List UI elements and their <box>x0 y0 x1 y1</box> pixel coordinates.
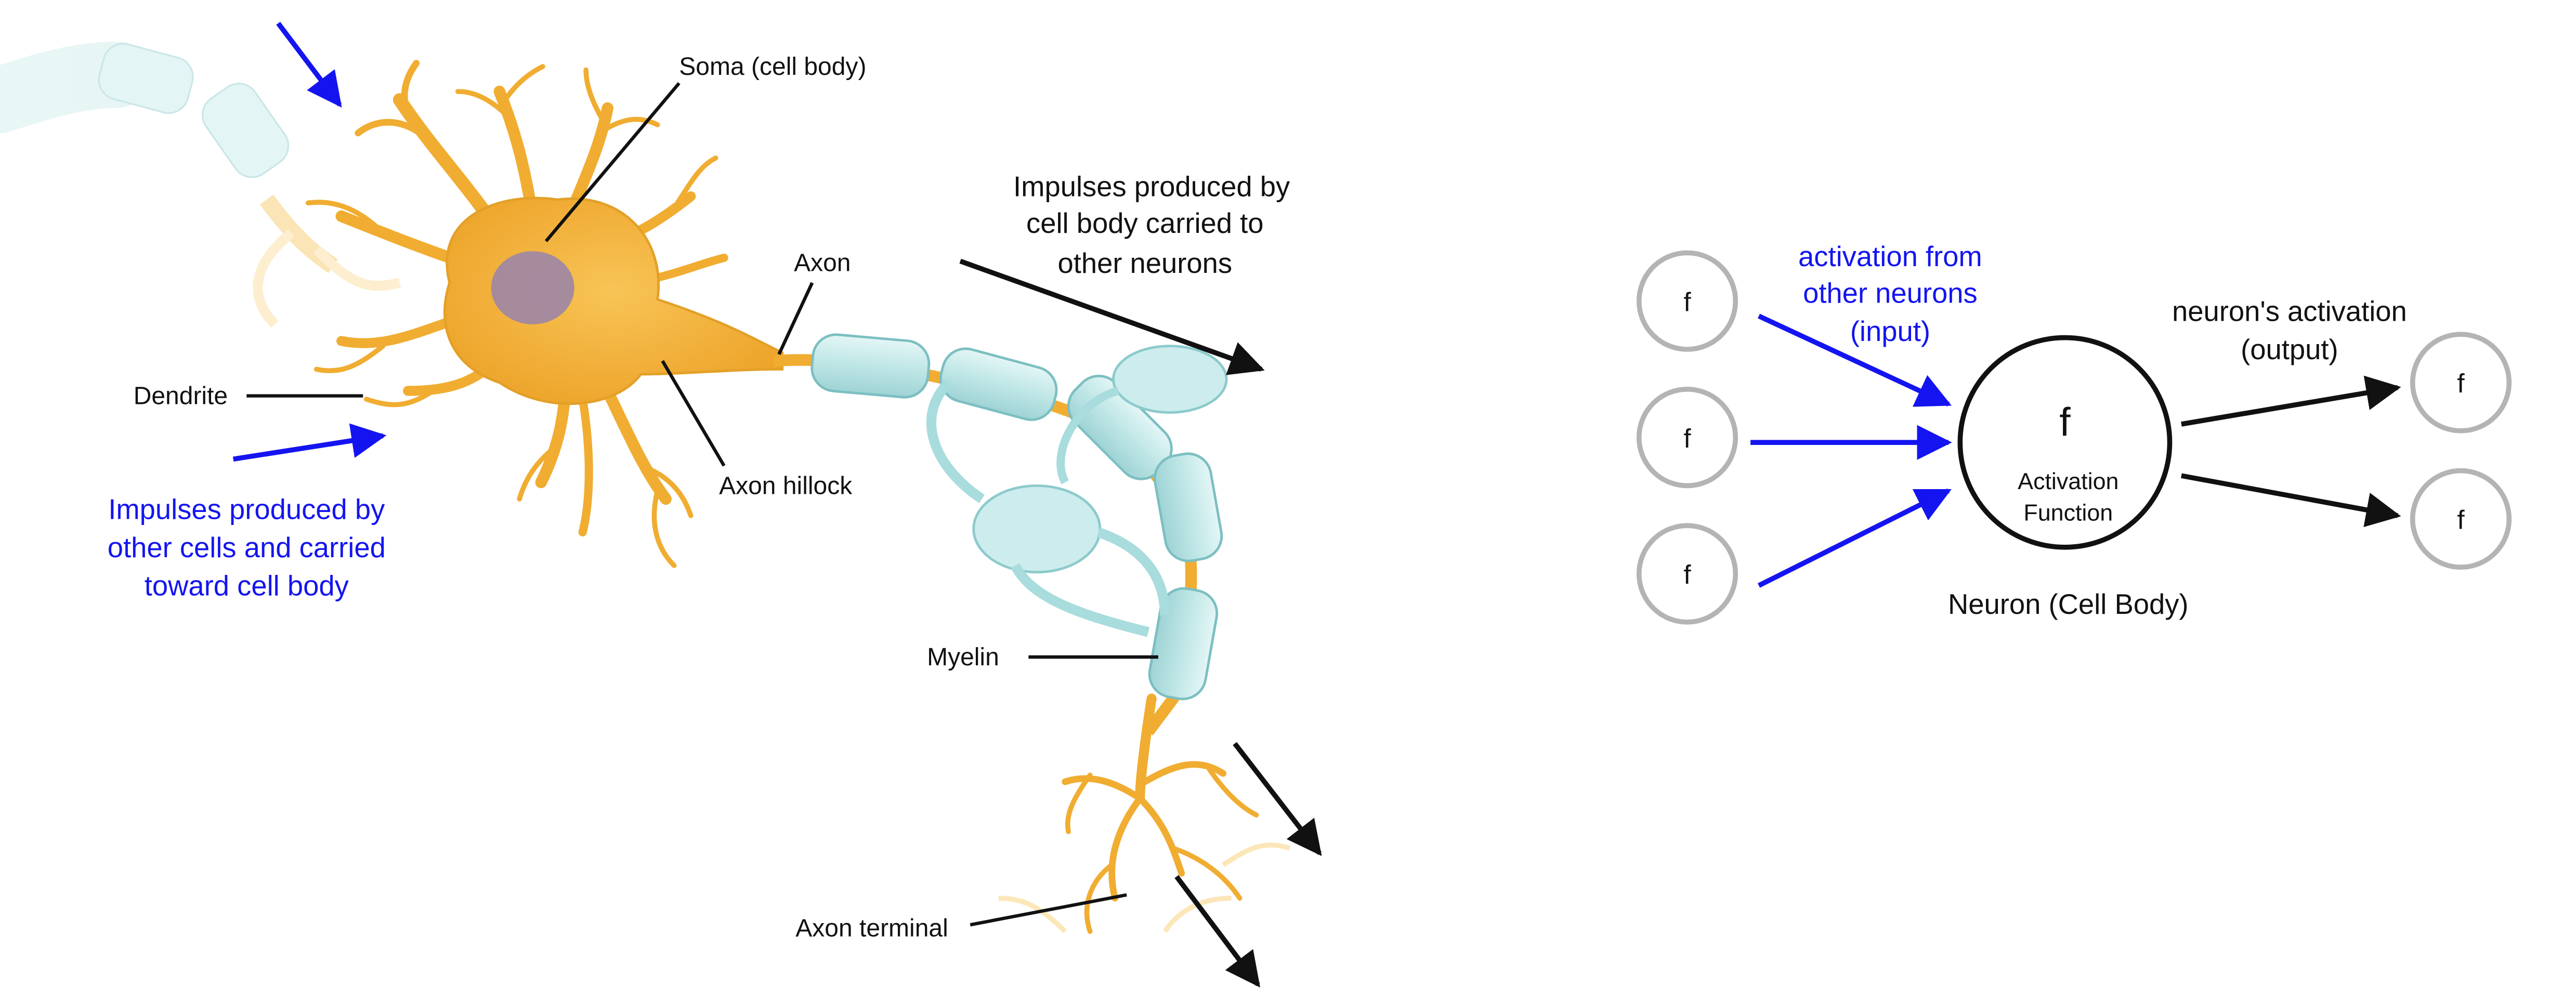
input-caption-line-2: other neurons <box>1803 277 1978 309</box>
output-impulse-line-1: Impulses produced by <box>1013 171 1290 203</box>
output-edge-1 <box>2181 375 2401 427</box>
input-node-1: f <box>1636 250 1738 352</box>
output-impulse-line-3: other neurons <box>1057 247 1232 279</box>
neuron-label-line-2: Function <box>2023 500 2113 526</box>
output-caption-line-1: neuron's activation <box>2172 296 2407 327</box>
output-edge-2 <box>2181 473 2401 528</box>
axon-terminal-label: Axon terminal <box>795 915 948 942</box>
output-arrow-terminal-bottom <box>1174 875 1260 988</box>
label-leader-lines <box>246 82 1158 927</box>
output-arrow-terminal-right <box>1233 742 1322 856</box>
input-node-3-label: f <box>1683 560 1691 589</box>
input-arrow-top <box>276 21 342 108</box>
neuron-label-line-1: Activation <box>2018 468 2119 494</box>
output-node-1: f <box>2410 332 2512 434</box>
input-caption-line-1: activation from <box>1798 241 1982 272</box>
neuron-caption: Neuron (Cell Body) <box>1948 588 2189 620</box>
output-arrow-upper <box>959 258 1265 375</box>
incoming-axon-illustration <box>0 42 401 328</box>
dendrites-illustration <box>305 60 728 568</box>
input-node-2: f <box>1636 387 1738 489</box>
output-caption: neuron's activation (output) <box>2172 296 2407 366</box>
output-impulse-caption: Impulses produced by cell body carried t… <box>1013 171 1290 279</box>
input-impulse-line-2: other cells and carried <box>108 532 386 563</box>
input-node-1-label: f <box>1683 287 1691 317</box>
biological-neuron: Soma (cell body) Axon Dendrite Axon hill… <box>0 21 1322 988</box>
input-node-2-label: f <box>1683 424 1691 453</box>
input-arrow-left <box>232 423 387 462</box>
axon-terminal-illustration <box>1062 693 1259 934</box>
input-caption-line-3: (input) <box>1850 316 1930 347</box>
output-impulse-line-2: cell body carried to <box>1026 207 1264 239</box>
input-impulse-line-3: toward cell body <box>145 570 349 602</box>
axon-label: Axon <box>794 250 851 277</box>
artificial-neuron-model: f f f activation from other neurons (inp… <box>1636 241 2512 625</box>
soma-label: Soma (cell body) <box>679 53 866 81</box>
input-caption: activation from other neurons (input) <box>1798 241 1982 347</box>
output-node-2-label: f <box>2457 505 2465 535</box>
input-impulse-caption: Impulses produced by other cells and car… <box>108 493 386 601</box>
output-caption-line-2: (output) <box>2241 334 2338 365</box>
input-impulse-line-1: Impulses produced by <box>108 493 385 525</box>
output-node-2: f <box>2410 468 2512 570</box>
myelin-sheaths-illustration <box>810 333 1228 701</box>
myelin-label: Myelin <box>927 644 999 671</box>
axon-hillock-label: Axon hillock <box>719 472 853 500</box>
nucleus-illustration <box>491 251 574 324</box>
terminal-faded-illustration <box>998 843 1291 934</box>
dendrite-label: Dendrite <box>134 383 228 410</box>
input-edge-3 <box>1757 488 1952 588</box>
input-node-3: f <box>1636 523 1738 625</box>
neuron-symbol: f <box>2059 400 2071 444</box>
neuron-node: f Activation Function <box>1957 335 2173 550</box>
input-edge-1 <box>1758 313 1952 407</box>
output-node-1-label: f <box>2457 369 2465 398</box>
